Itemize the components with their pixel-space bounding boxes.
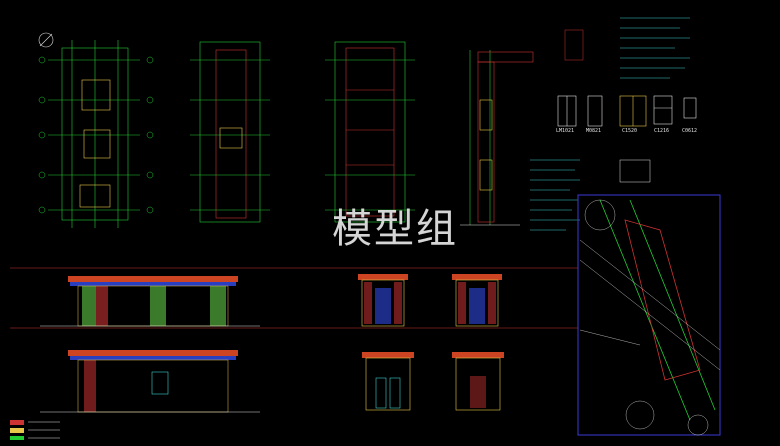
legend [10,420,60,440]
window-label-c1216: C1216 [654,128,670,134]
side-elevation-a [358,274,408,327]
front-elevation [40,276,260,327]
window-label-m0821: M0821 [586,128,602,134]
section-2-2 [452,352,504,411]
floor-plan-1-axis-bubbles [38,56,154,214]
general-notes [564,17,690,79]
floor-plan-1 [38,32,140,228]
site-plan [577,194,721,436]
wall-section-detail [460,50,534,226]
side-elevation-b [452,274,502,327]
window-schedule [557,95,697,127]
rear-elevation [40,350,260,413]
door-notes [530,159,651,231]
window-label-c1520: C1520 [622,128,638,134]
window-label-lm1021: LM1021 [556,128,575,134]
section-1-1 [362,352,414,411]
floor-plan-2 [190,41,270,223]
sheet-divider-lines [10,267,578,329]
window-label-c0612: C0612 [682,128,698,134]
roof-plan [325,41,415,223]
watermark-text: 模型组 [332,206,458,252]
